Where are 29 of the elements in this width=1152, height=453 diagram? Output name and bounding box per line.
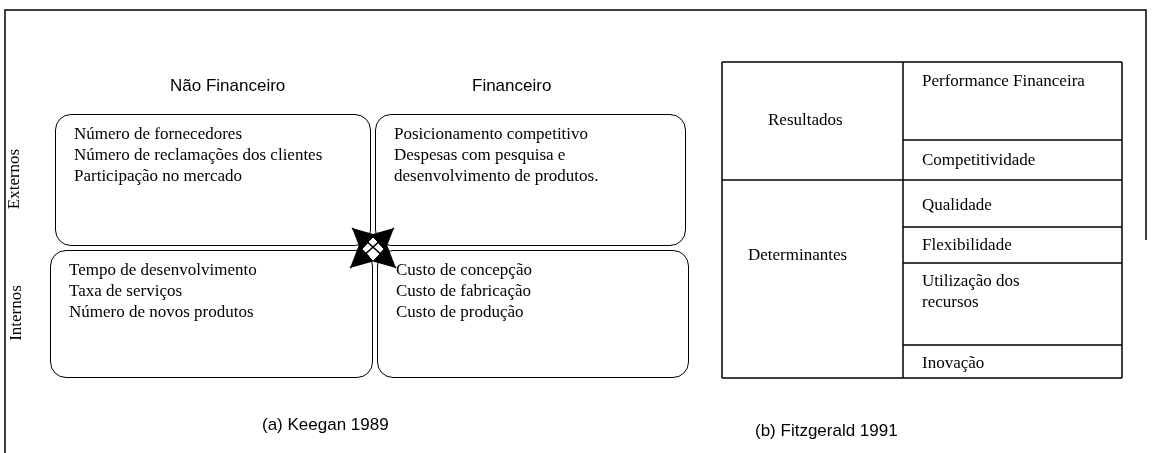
list-item: Custo de produção	[396, 301, 525, 322]
table-cell-text: Inovação	[922, 352, 986, 373]
list-item: Taxa de serviços	[69, 280, 184, 301]
list-item: Custo de fabricação	[396, 280, 532, 301]
list-item: Número de reclamações dos clientes	[74, 144, 324, 165]
table-cell-text: Utilização dos recursos	[922, 270, 1021, 312]
row-heading: Internos	[6, 284, 26, 343]
quadrant-box	[50, 250, 373, 378]
table-cell-text: Competitividade	[922, 149, 1037, 170]
quadrant-box	[55, 114, 371, 246]
table-cell-text: Flexibilidade	[922, 234, 1013, 255]
list-item: Posicionamento competitivo	[394, 123, 590, 144]
list-item: Número de fornecedores	[74, 123, 244, 144]
quadrant-box	[375, 114, 686, 246]
table-cell-text: Qualidade	[922, 194, 993, 215]
row-heading: Externos	[4, 147, 24, 212]
quadrant-box	[377, 250, 689, 378]
list-item: Tempo de desenvolvimento	[69, 259, 258, 280]
table-cell-text: Performance Financeira	[922, 70, 1086, 91]
caption: (b) Fitzgerald 1991	[755, 421, 898, 441]
caption: (a) Keegan 1989	[262, 415, 389, 435]
list-item: Participação no mercado	[74, 165, 244, 186]
list-item: Número de novos produtos	[69, 301, 255, 322]
list-item: Despesas com pesquisa e desenvolvimento de produtos.	[394, 144, 600, 186]
table-cell-text: Determinantes	[748, 244, 849, 265]
table-cell-text: Resultados	[768, 109, 844, 130]
list-item: Custo de concepção	[396, 259, 533, 280]
column-heading: Não Financeiro	[170, 76, 286, 96]
column-heading: Financeiro	[472, 76, 552, 96]
